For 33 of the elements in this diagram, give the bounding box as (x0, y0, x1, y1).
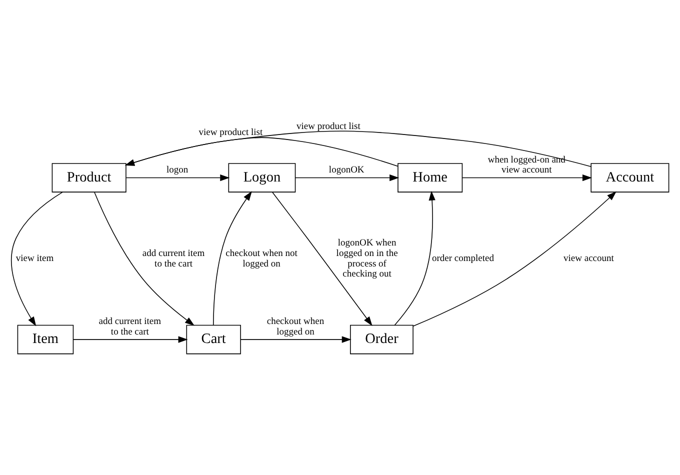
node-box: Account (590, 163, 670, 192)
edge-label: view account (564, 254, 614, 264)
edge-label: logonOK (328, 166, 364, 176)
edge-label: view item (16, 254, 54, 264)
arrow (10, 192, 64, 326)
edge-label: order completed (432, 254, 494, 264)
arrow (212, 191, 252, 326)
edge-label: when logged-on and view account (488, 155, 566, 176)
arrow (124, 130, 592, 167)
edge-label: checkout when logged on (266, 317, 324, 338)
node-box: Item (17, 324, 74, 354)
arrow (126, 174, 230, 182)
node-box: Product (52, 163, 126, 192)
edge-label: add current item to the cart (98, 317, 162, 338)
edge-label: checkout when not logged on (226, 248, 298, 270)
arrow (124, 137, 398, 167)
edge-label: add current item to the cart (142, 248, 205, 270)
edge-label: logonOK when logged on in the process of checking out (336, 238, 398, 280)
node-box: Order (350, 324, 414, 354)
arrow (412, 191, 616, 327)
node-box: Home (398, 163, 463, 192)
arrow (94, 192, 195, 326)
edge-label: view product list (296, 122, 360, 132)
arrow (72, 336, 188, 343)
arrow (394, 190, 436, 326)
arrow (462, 174, 592, 182)
arrow (240, 336, 352, 343)
arrow (272, 192, 372, 326)
edge-label: view product list (198, 128, 263, 138)
arrow (295, 174, 400, 182)
node-box: Cart (186, 324, 241, 354)
edge-label: logon (166, 166, 188, 176)
node-box: Logon (228, 163, 296, 192)
